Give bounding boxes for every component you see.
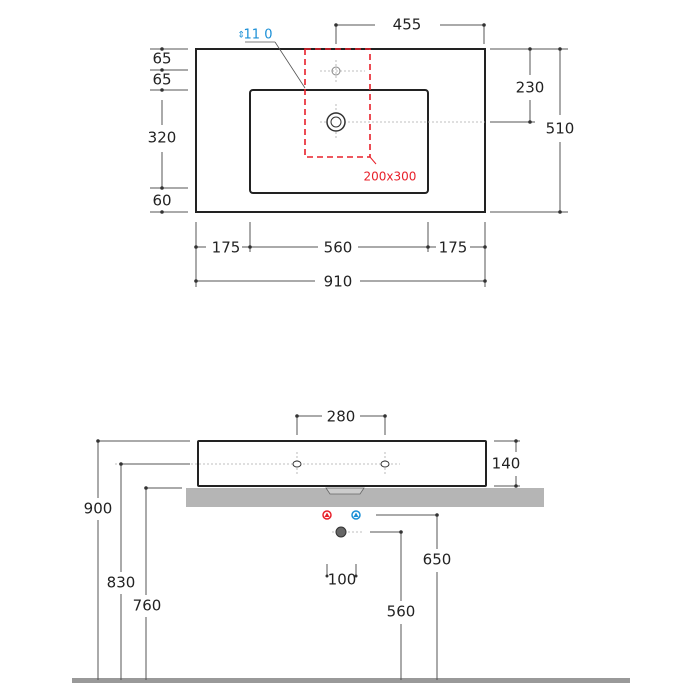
tap-hole-right-icon xyxy=(380,460,390,468)
dim-top-height: 900 xyxy=(84,500,113,518)
dim-total-depth: 510 xyxy=(546,120,575,138)
dim-hole-spacing: 280 xyxy=(327,408,356,426)
height-arrow-icon: ⇕ xyxy=(237,31,245,41)
dim-total-width: 910 xyxy=(324,273,353,291)
dim-waste-height: 560 xyxy=(387,603,416,621)
waste-pipe-icon xyxy=(335,526,347,538)
side-view: 280 140 900 830 760 650 56 xyxy=(72,408,630,683)
countertop xyxy=(186,488,544,507)
dim-rim-tap: 65 xyxy=(152,71,171,89)
basin-bowl xyxy=(249,89,429,194)
dim-side-left: 175 xyxy=(212,239,241,257)
dim-supply-spacing: 100 xyxy=(328,571,357,589)
tap-hole-icon xyxy=(331,66,341,76)
floor-line xyxy=(72,678,630,683)
top-view: 200x300 ⇕ 11 0 455 65 65 320 60 xyxy=(148,16,575,291)
basin-outline-side xyxy=(197,440,487,487)
dim-tap-offset: 455 xyxy=(393,16,422,34)
drain-icon xyxy=(326,112,346,132)
dim-supply-height: 650 xyxy=(423,551,452,569)
dim-counter-height: 760 xyxy=(133,597,162,615)
tap-hole-label: 11 0 xyxy=(244,28,273,43)
cutout-area xyxy=(304,48,371,158)
dim-basin-depth: 320 xyxy=(148,129,177,147)
dim-rim-top: 65 xyxy=(152,50,171,68)
dim-hole-height: 830 xyxy=(107,574,136,592)
dim-side-right: 175 xyxy=(439,239,468,257)
dim-rim-bottom: 60 xyxy=(152,192,171,210)
waste-outlet xyxy=(325,487,365,495)
dim-basin-width: 560 xyxy=(324,239,353,257)
dim-drain-offset: 230 xyxy=(516,79,545,97)
dim-basin-height: 140 xyxy=(492,455,521,473)
cutout-label: 200x300 xyxy=(364,170,417,184)
tap-hole-left-icon xyxy=(292,460,302,468)
